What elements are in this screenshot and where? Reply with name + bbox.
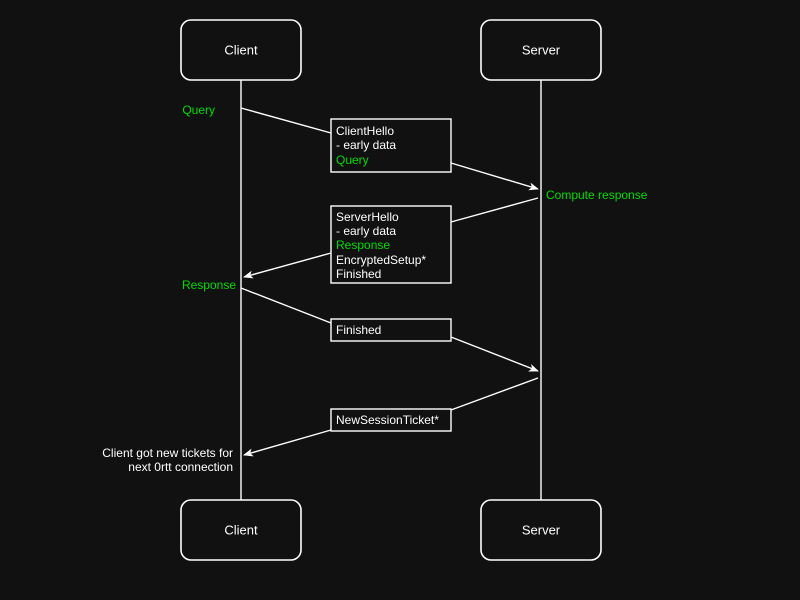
- message-box-serverhello-line-0: ServerHello: [336, 210, 399, 224]
- message-box-finished[interactable]: [330, 318, 452, 342]
- annotation-compute-response: Compute response: [546, 188, 648, 202]
- participant-box-client-bottom[interactable]: [180, 499, 302, 561]
- participant-box-client-top[interactable]: [180, 19, 302, 81]
- participant-box-server-bottom[interactable]: [480, 499, 602, 561]
- message-box-newsessionticket[interactable]: [330, 408, 452, 432]
- message-line-serverhello-right: [450, 197, 539, 223]
- message-box-serverhello-line-3: EncryptedSetup*: [336, 253, 426, 267]
- message-line-clienthello-left: [240, 107, 332, 134]
- message-box-newsessionticket-line-0: NewSessionTicket*: [336, 413, 439, 427]
- annotation-client-note-line2: next 0rtt connection: [128, 460, 233, 474]
- message-box-serverhello-line-1: - early data: [336, 224, 396, 238]
- message-box-clienthello-line-2: Query: [336, 153, 369, 167]
- message-arrow-serverhello-left: [243, 252, 332, 279]
- message-box-serverhello[interactable]: [330, 205, 452, 284]
- participant-label-server-top: Server: [522, 42, 561, 57]
- message-box-serverhello-line-4: Finished: [336, 267, 381, 281]
- participant-label-client-bottom: Client: [224, 522, 258, 537]
- participant-label-server-bottom: Server: [522, 522, 561, 537]
- participant-label-client-top: Client: [224, 42, 258, 57]
- message-box-clienthello[interactable]: [330, 118, 452, 173]
- message-line-finished-left: [240, 287, 332, 324]
- participant-box-server-top[interactable]: [480, 19, 602, 81]
- message-arrow-newsessionticket-left: [243, 429, 332, 457]
- annotation-response: Response: [182, 278, 236, 292]
- message-arrow-finished-right: [450, 336, 539, 372]
- message-box-serverhello-line-2: Response: [336, 238, 390, 252]
- message-box-finished-line-0: Finished: [336, 323, 381, 337]
- annotation-query: Query: [182, 103, 215, 117]
- message-box-clienthello-line-0: ClientHello: [336, 124, 394, 138]
- message-line-newsessionticket-right: [450, 377, 539, 411]
- annotation-client-note-line1: Client got new tickets for: [102, 446, 233, 460]
- message-box-clienthello-line-1: - early data: [336, 138, 396, 152]
- message-arrow-clienthello-right: [450, 162, 539, 191]
